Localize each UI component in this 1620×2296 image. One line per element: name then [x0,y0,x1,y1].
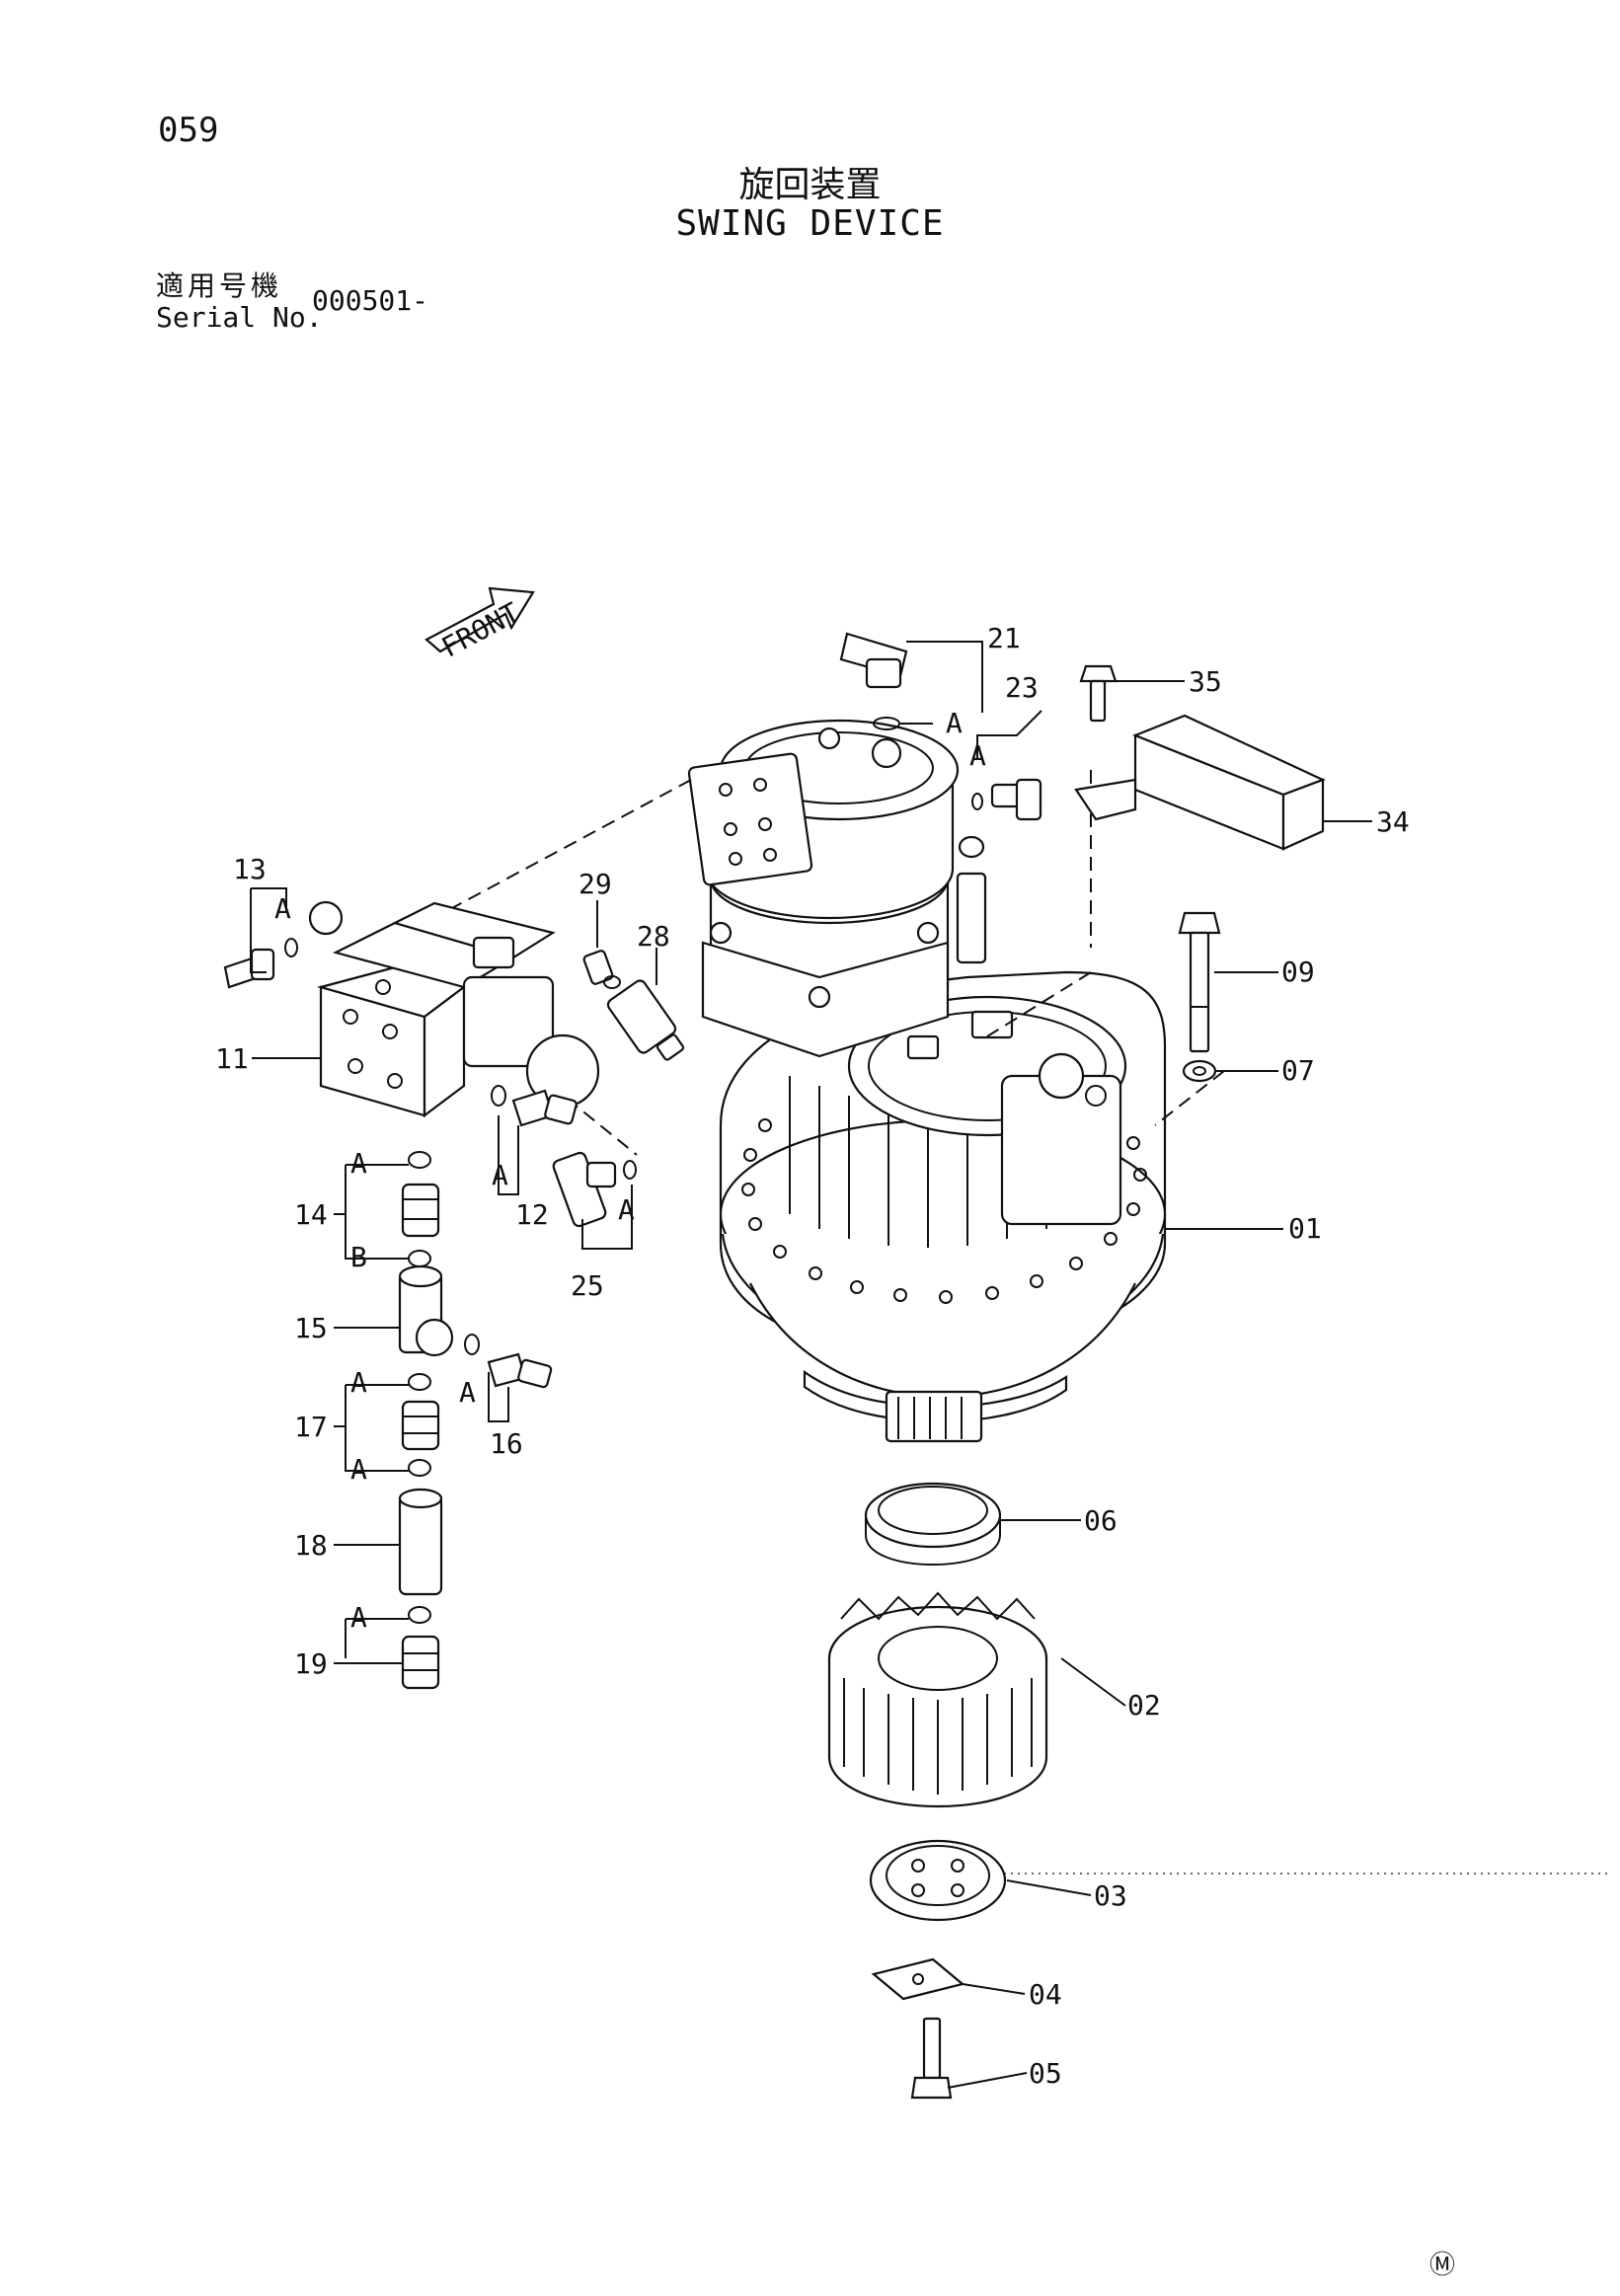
plate-04 [871,1957,965,2001]
seal-label-a: A [350,1366,367,1399]
pinion-gear-02 [827,1591,1048,1808]
front-label: FRONT [436,596,525,664]
callout-35: 35 [1189,665,1222,698]
fitting-13 [223,938,298,989]
serial-label: Serial No. [156,301,323,334]
page-number: 059 [158,111,219,150]
seal-label-a: A [350,1601,367,1634]
fitting-28 [606,979,685,1061]
callout-18: 18 [294,1529,328,1562]
callout-06: 06 [1084,1504,1118,1537]
page-title-jp: 旋回装置 [738,165,882,205]
seal-label-a: A [618,1193,635,1226]
seal-label-a: A [459,1376,476,1409]
callout-17: 17 [294,1411,328,1443]
callout-09: 09 [1281,956,1315,988]
callout-29: 29 [579,868,612,900]
serial-label-jp: 適用号機 [156,269,283,302]
fitting-29 [582,950,621,989]
swing-motor-assembly [687,719,1167,1443]
callout-15: 15 [294,1312,328,1344]
seal-label-a: A [946,707,963,739]
cover-03 [869,1839,1007,1922]
callout-01: 01 [1288,1212,1322,1245]
front-arrow-icon: FRONT [424,586,535,664]
callout-03: 03 [1094,1879,1127,1912]
callout-04: 04 [1029,1978,1062,2011]
page-title: SWING DEVICE [675,203,945,244]
callout-02: 02 [1127,1689,1161,1722]
bolt-09 [1178,911,1221,1053]
callout-labels: 01 02 03 04 05 06 07 09 11 12 13 14 15 1… [215,622,1410,2090]
fitting-12 [491,1085,578,1127]
seal-label-a: A [274,892,291,925]
callout-25: 25 [571,1269,604,1302]
callout-14: 14 [294,1198,328,1231]
callout-21: 21 [987,622,1021,654]
fitting-15 [398,1264,454,1357]
leader-lines [250,641,1372,2089]
fitting-14 [401,1151,440,1267]
callout-11: 11 [215,1042,249,1075]
fitting-16 [464,1334,553,1389]
footer-mark: Ⓜ [1429,2251,1456,2280]
ring-06 [864,1482,1002,1567]
fitting-19 [401,1606,440,1690]
bolt-35 [1079,664,1118,723]
callout-13: 13 [233,853,267,885]
bolt-05 [910,2017,953,2100]
bracket-34 [1074,714,1326,851]
control-valve-assembly [308,900,600,1118]
callout-05: 05 [1029,2057,1062,2090]
callout-07: 07 [1281,1054,1315,1087]
callout-34: 34 [1376,805,1410,838]
seal-letters: A A A A B A A A A A A [274,707,986,1634]
relation-line [424,779,692,924]
relation-line [1154,1070,1225,1126]
fitting-21 [839,632,908,730]
seal-label-b: B [350,1241,367,1273]
fitting-23 [971,778,1042,821]
seal-label-a: A [350,1147,367,1180]
callout-28: 28 [637,920,670,953]
callout-19: 19 [294,1647,328,1680]
fitting-25 [552,1151,637,1228]
seal-label-a: A [350,1453,367,1486]
fitting-17 [401,1373,440,1477]
washer-07 [1182,1059,1217,1083]
bolt-holes [741,1118,1147,1304]
callout-12: 12 [515,1198,549,1231]
callout-16: 16 [490,1427,523,1460]
seal-label-a: A [492,1159,508,1191]
callout-23: 23 [1005,671,1039,704]
seal-label-a: A [969,739,986,772]
serial-value: 000501- [312,284,429,317]
fitting-18 [398,1488,443,1596]
